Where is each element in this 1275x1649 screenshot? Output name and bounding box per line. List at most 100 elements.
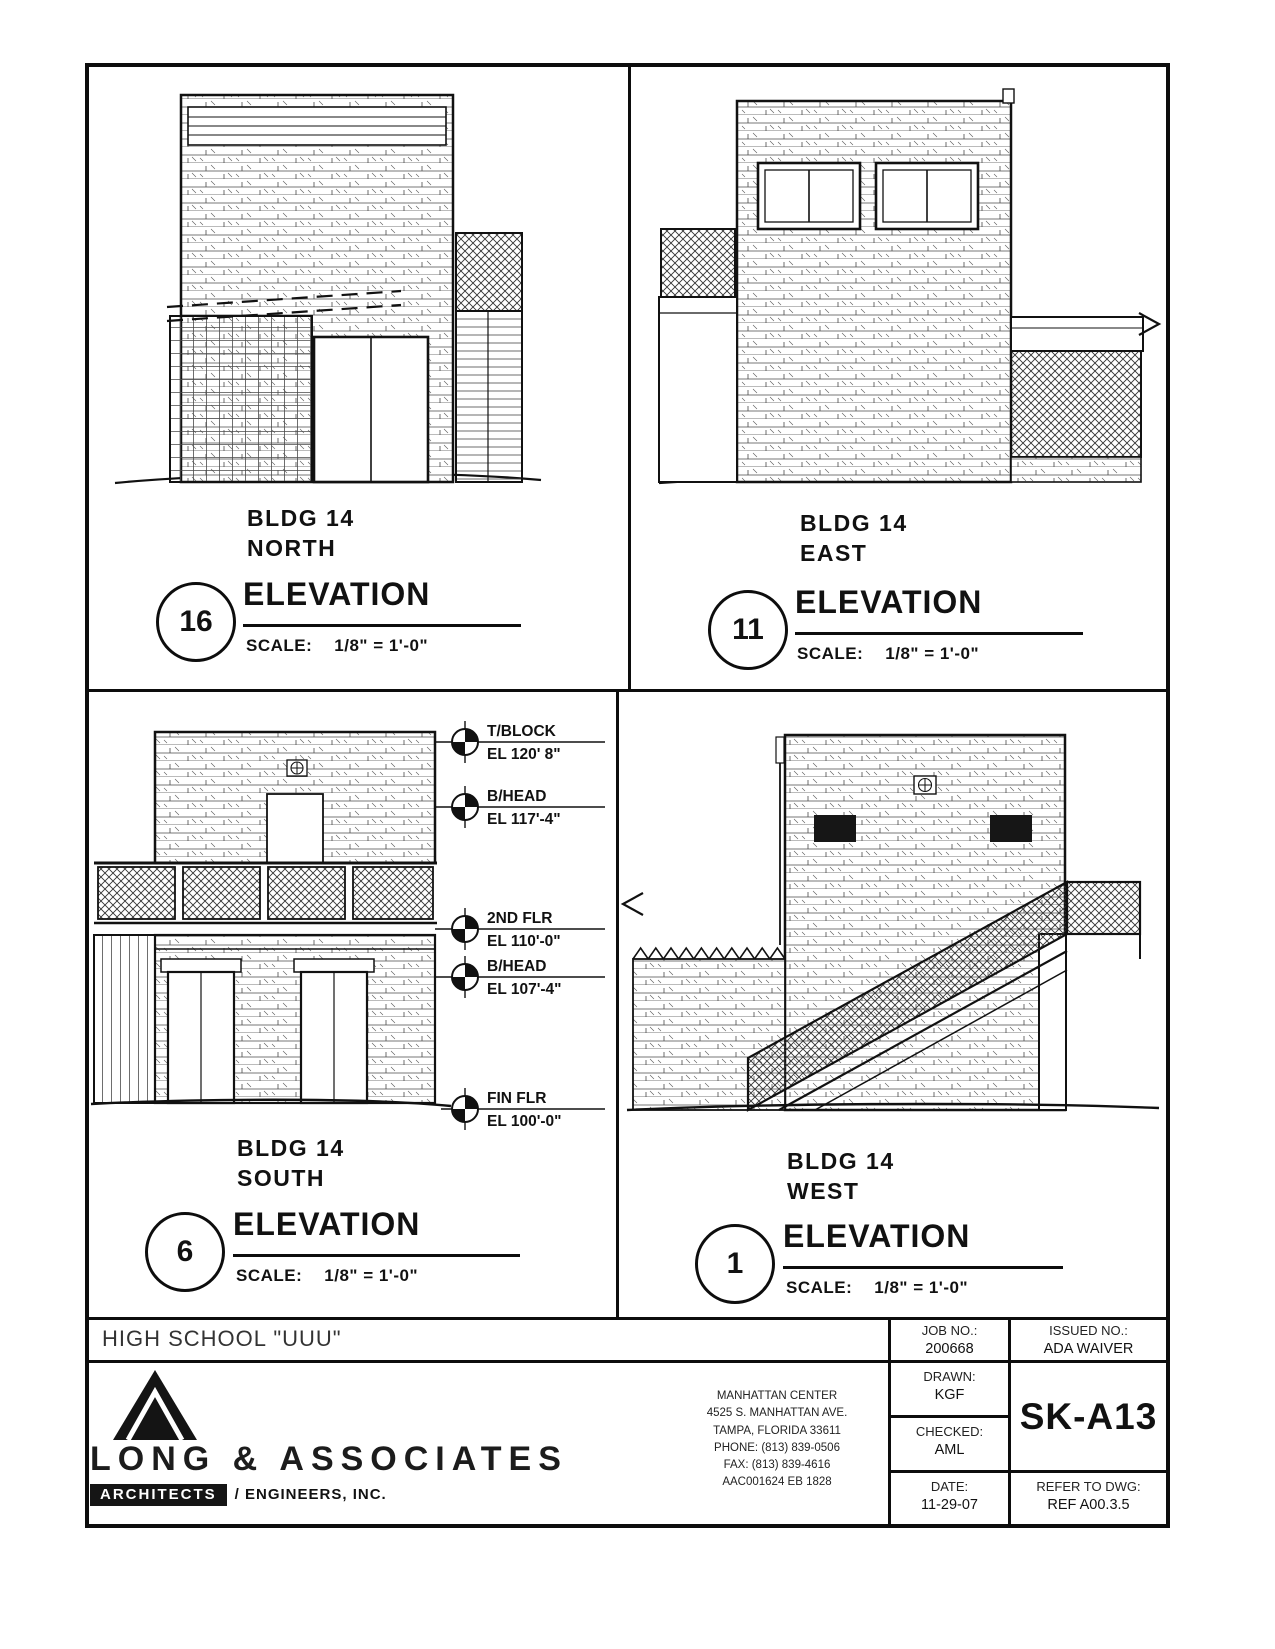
title-column-line-2 bbox=[1008, 1320, 1011, 1524]
scale-label: SCALE: bbox=[797, 644, 864, 663]
entry-doors bbox=[312, 335, 430, 484]
detail-number: 11 bbox=[732, 613, 764, 646]
project-title: HIGH SCHOOL "UUU" bbox=[102, 1326, 342, 1351]
marker-elevation: EL 120' 8" bbox=[487, 746, 561, 763]
title-column-line-1 bbox=[888, 1320, 891, 1524]
marker-bhead-lower: B/HEAD EL 107'-4" bbox=[487, 957, 562, 1000]
drawn-cell: DRAWN: KGF bbox=[891, 1369, 1008, 1403]
marker-label: B/HEAD bbox=[487, 788, 547, 805]
title-underline bbox=[243, 624, 521, 627]
title-header-bottom-line bbox=[89, 1360, 1166, 1363]
window-right bbox=[874, 161, 980, 231]
elevation-marker-icon bbox=[451, 786, 479, 828]
upper-door bbox=[266, 793, 324, 864]
scale-note-north: SCALE: 1/8" = 1'-0" bbox=[246, 636, 428, 656]
elevation-marker-icon bbox=[451, 956, 479, 998]
job-number-cell: JOB NO.: 200668 bbox=[891, 1323, 1008, 1357]
sheet-border bbox=[85, 63, 1170, 1528]
scale-value: 1/8" = 1'-0" bbox=[885, 644, 980, 663]
refer-value: REF A00.3.5 bbox=[1047, 1497, 1130, 1513]
address-line: FAX: (813) 839-4616 bbox=[723, 1459, 831, 1471]
scale-value: 1/8" = 1'-0" bbox=[334, 636, 429, 655]
lower-door-left bbox=[160, 958, 242, 1105]
firm-address: MANHATTAN CENTER 4525 S. MANHATTAN AVE. … bbox=[672, 1388, 882, 1492]
stair-stringer bbox=[778, 950, 1068, 1111]
railing-panel bbox=[660, 228, 736, 298]
drawn-label: DRAWN: bbox=[923, 1369, 976, 1384]
quadrant-divider-horizontal bbox=[89, 689, 1166, 692]
marker-elevation: EL 110'-0" bbox=[487, 933, 561, 950]
detail-number: 6 bbox=[176, 1235, 194, 1268]
direction-label: EAST bbox=[800, 540, 868, 567]
north-elevation-drawing bbox=[114, 93, 542, 485]
building-name: BLDG 14 bbox=[237, 1135, 345, 1161]
address-line: TAMPA, FLORIDA 33611 bbox=[713, 1424, 841, 1437]
marker-elevation: EL 117'-4" bbox=[487, 811, 561, 828]
detail-number-circle-north: 16 bbox=[156, 582, 236, 662]
drawn-checked-divider bbox=[891, 1415, 1008, 1418]
scale-note-east: SCALE: 1/8" = 1'-0" bbox=[797, 644, 979, 664]
drawn-value: KGF bbox=[934, 1387, 965, 1403]
date-label: DATE: bbox=[930, 1479, 969, 1494]
siding-wall bbox=[93, 934, 156, 1104]
south-elevation-caption: BLDG 14 SOUTH bbox=[237, 1133, 345, 1194]
stair-tower bbox=[455, 310, 523, 483]
picket-fence bbox=[632, 946, 786, 1111]
issued-value: ADA WAIVER bbox=[1043, 1341, 1134, 1357]
elevation-title-west: ELEVATION bbox=[783, 1218, 971, 1254]
issued-cell: ISSUED NO.: ADA WAIVER bbox=[1011, 1323, 1166, 1357]
elevation-marker-icon bbox=[451, 908, 479, 950]
quadrant-divider-vertical-bottom bbox=[616, 692, 619, 1317]
refer-label: REFER TO DWG: bbox=[1036, 1479, 1141, 1494]
quadrant-divider-vertical-top bbox=[628, 67, 631, 689]
detail-number: 16 bbox=[179, 605, 213, 638]
date-cell: DATE: 11-29-07 bbox=[891, 1479, 1008, 1513]
issued-label: ISSUED NO.: bbox=[1049, 1323, 1128, 1338]
break-mark bbox=[1138, 312, 1162, 336]
roof-tab bbox=[1002, 88, 1015, 104]
dashed-ramp-lines bbox=[166, 289, 402, 323]
checked-value: AML bbox=[934, 1442, 965, 1458]
address-line: MANHATTAN CENTER bbox=[716, 1390, 838, 1402]
ground-line bbox=[90, 1098, 452, 1108]
direction-label: NORTH bbox=[247, 535, 337, 562]
title-underline bbox=[795, 632, 1083, 635]
address-line: PHONE: (813) 839-0506 bbox=[714, 1441, 840, 1454]
marker-elevation: EL 100'-0" bbox=[487, 1113, 562, 1130]
scale-label: SCALE: bbox=[236, 1266, 303, 1285]
firm-type: ARCHITECTS/ ENGINEERS, INC. bbox=[90, 1484, 387, 1506]
detail-number-circle-east: 11 bbox=[708, 590, 788, 670]
marker-label: T/BLOCK bbox=[487, 723, 556, 740]
marker-label: 2ND FLR bbox=[487, 910, 553, 927]
louver-right bbox=[990, 815, 1032, 842]
marker-label: B/HEAD bbox=[487, 958, 547, 975]
scale-value: 1/8" = 1'-0" bbox=[874, 1278, 969, 1297]
address-line: AAC001624 EB 1828 bbox=[722, 1476, 832, 1489]
balcony-railing bbox=[94, 861, 437, 925]
refer-cell: REFER TO DWG: REF A00.3.5 bbox=[1011, 1479, 1166, 1513]
job-number-label: JOB NO.: bbox=[921, 1323, 978, 1338]
east-elevation-caption: BLDG 14 EAST bbox=[800, 508, 908, 569]
louver-left bbox=[814, 815, 856, 842]
firm-name: LONG & ASSOCIATES bbox=[90, 1440, 568, 1478]
building-wall bbox=[735, 99, 1013, 484]
marker-label: FIN FLR bbox=[487, 1090, 547, 1107]
marker-bhead-upper: B/HEAD EL 117'-4" bbox=[487, 787, 561, 830]
address-line: 4525 S. MANHATTAN AVE. bbox=[706, 1407, 848, 1420]
detail-number-circle-south: 6 bbox=[145, 1212, 225, 1292]
checked-date-divider bbox=[891, 1470, 1008, 1473]
west-elevation-drawing bbox=[620, 733, 1160, 1112]
scale-label: SCALE: bbox=[246, 636, 313, 655]
elevation-title-south: ELEVATION bbox=[233, 1206, 421, 1242]
west-elevation-caption: BLDG 14 WEST bbox=[787, 1146, 895, 1207]
south-elevation-drawing bbox=[90, 721, 605, 1130]
building-name: BLDG 14 bbox=[247, 505, 355, 531]
sheet-refer-divider bbox=[1011, 1470, 1166, 1473]
wall-target-symbol bbox=[913, 775, 937, 795]
title-block-top-line bbox=[89, 1317, 1166, 1320]
east-elevation-drawing bbox=[658, 88, 1162, 485]
checked-label: CHECKED: bbox=[915, 1424, 984, 1439]
side-wall bbox=[658, 296, 738, 483]
scale-note-west: SCALE:1/8" = 1'-0" bbox=[786, 1278, 968, 1298]
